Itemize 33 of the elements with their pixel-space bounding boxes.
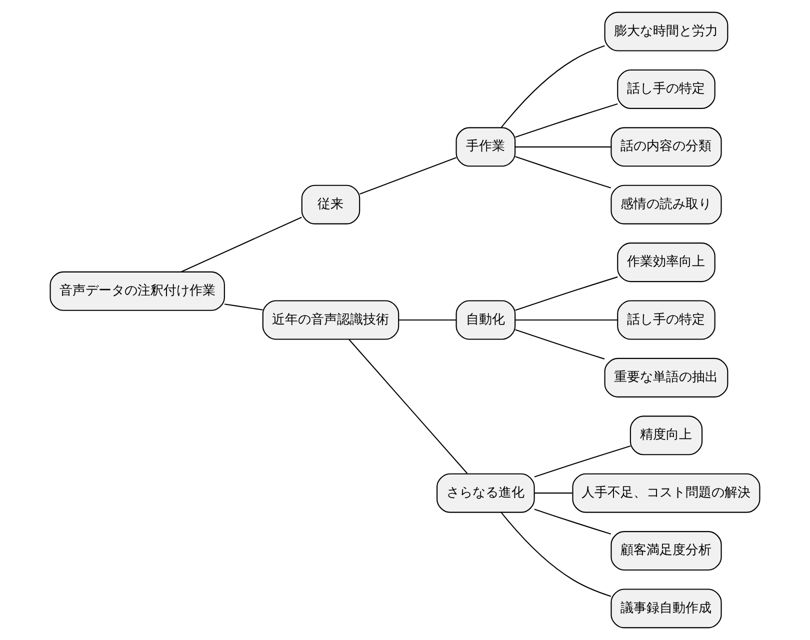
connector xyxy=(500,45,605,128)
node-box: 話し手の特定 xyxy=(617,300,716,340)
connector xyxy=(224,304,263,310)
connector xyxy=(534,508,612,535)
node-box: 精度向上 xyxy=(630,416,703,456)
node-box: 手作業 xyxy=(456,127,516,167)
node-box: 感情の読み取り xyxy=(610,184,722,224)
connector xyxy=(515,319,618,321)
node-box: 人手不足、コスト問題の解決 xyxy=(572,473,760,513)
connector xyxy=(181,216,302,272)
node-box: 近年の音声認識技術 xyxy=(262,300,400,340)
node-box: 話し手の特定 xyxy=(617,69,716,109)
connector xyxy=(534,446,631,478)
node-box: 音声データの注釈付け作業 xyxy=(50,271,225,311)
node-box: 作業効率向上 xyxy=(617,242,716,282)
node-box: 膨大な時間と労力 xyxy=(604,12,728,52)
node-box: 顧客満足度分析 xyxy=(610,531,722,571)
connector xyxy=(500,512,612,597)
connector xyxy=(534,492,572,494)
connector xyxy=(515,146,612,148)
connector xyxy=(515,103,618,138)
node-box: 自動化 xyxy=(456,300,516,340)
connector xyxy=(515,156,612,188)
connector xyxy=(348,339,468,474)
node-box: さらなる進化 xyxy=(436,473,535,513)
connector xyxy=(515,329,605,360)
connector xyxy=(360,157,456,195)
node-box: 話の内容の分類 xyxy=(610,127,722,167)
node-box: 議事録自動作成 xyxy=(610,588,722,628)
connector xyxy=(515,276,618,311)
node-box: 従来 xyxy=(301,184,360,224)
connector xyxy=(398,319,456,321)
node-box: 重要な単語の抽出 xyxy=(604,358,728,398)
